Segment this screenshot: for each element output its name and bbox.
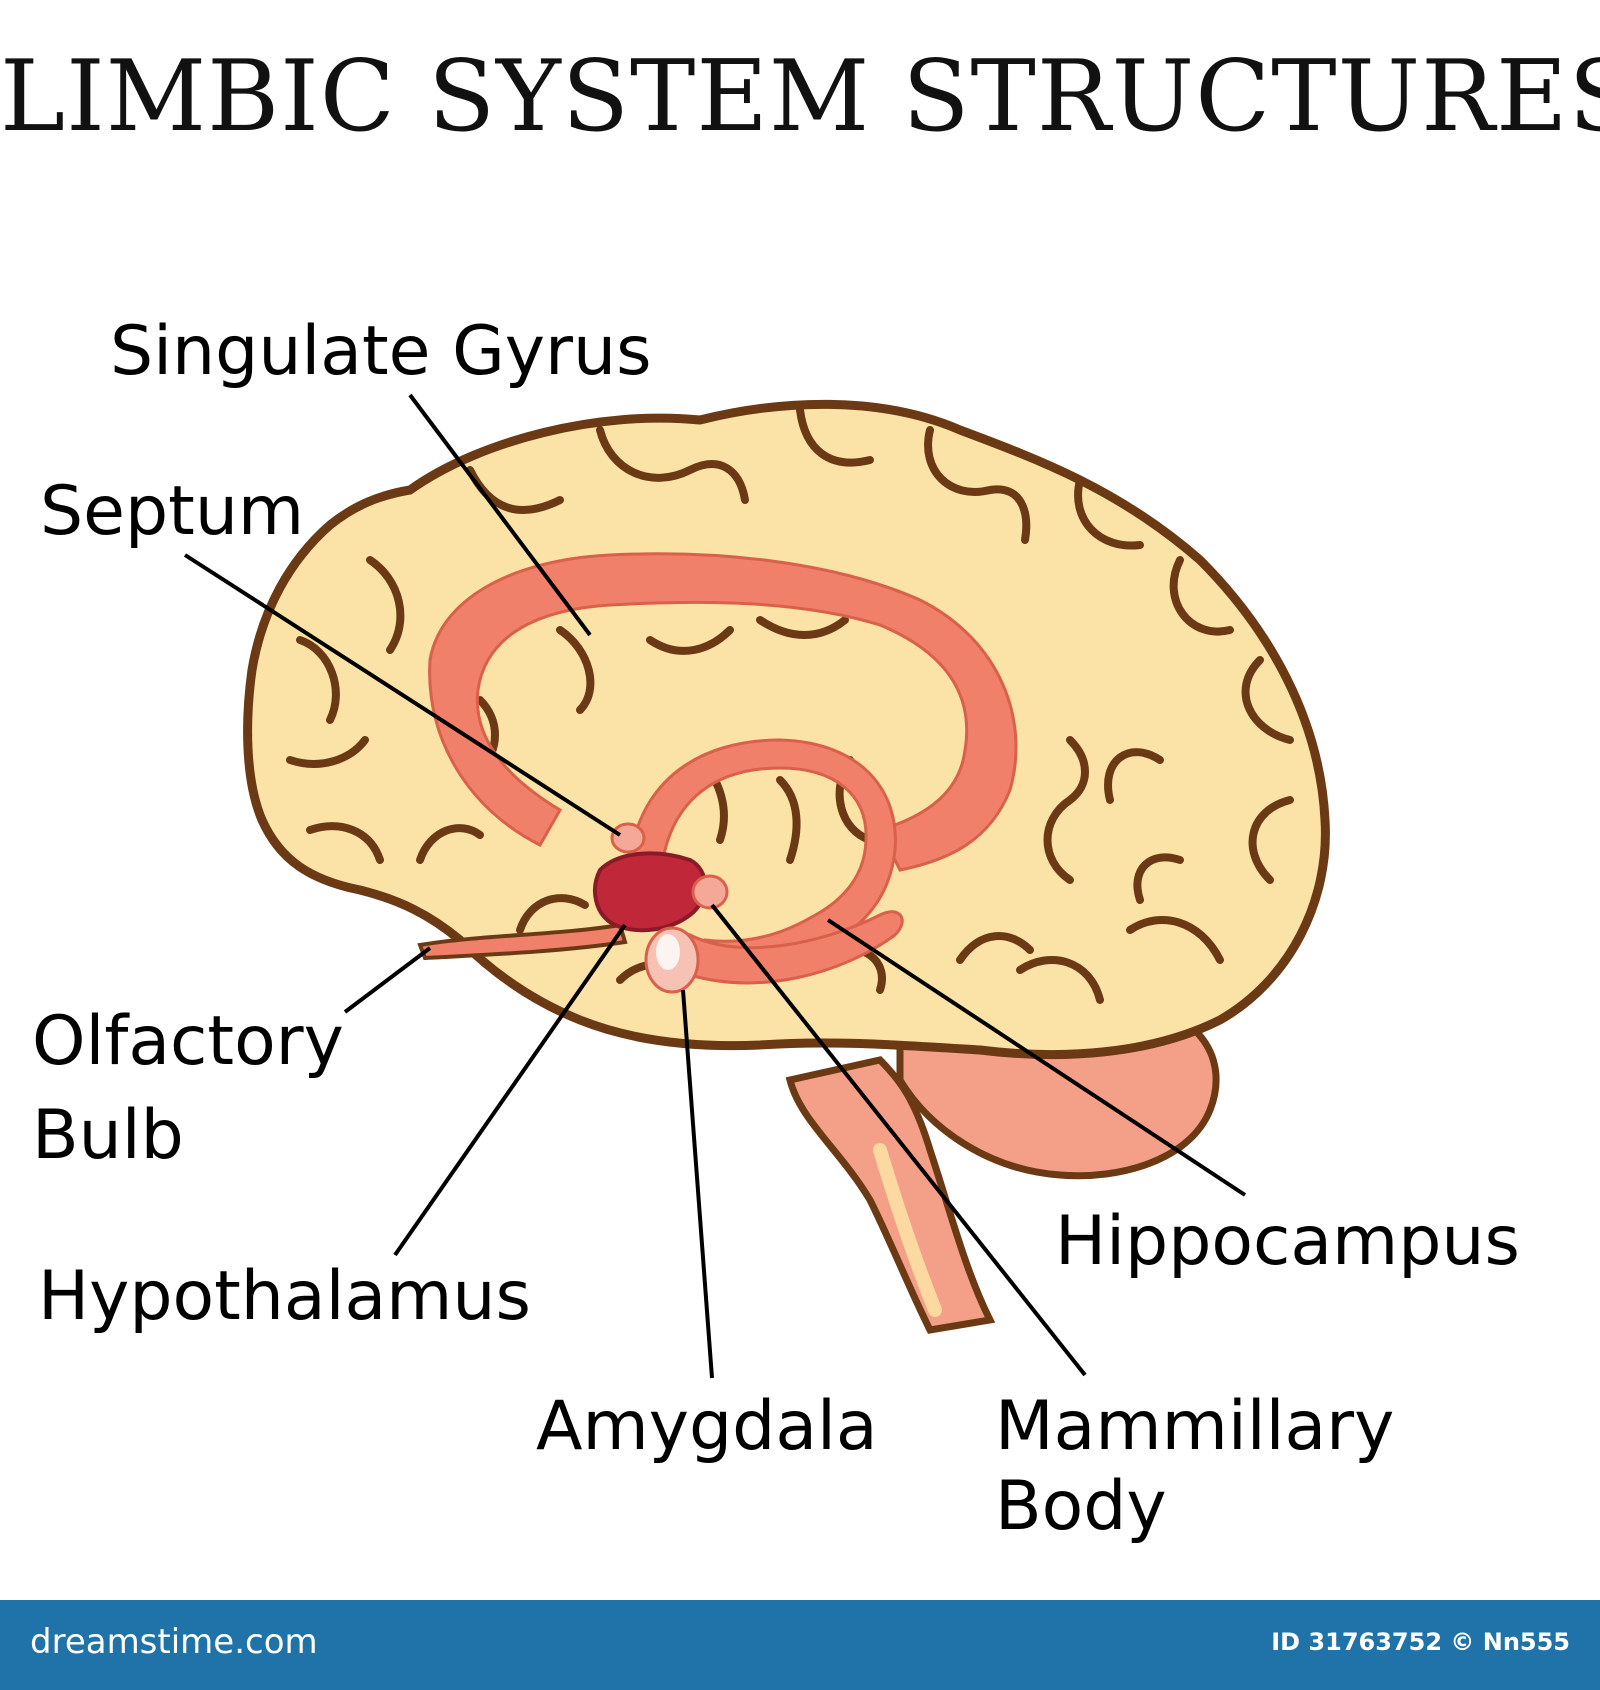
label-hypothalamus: Hypothalamus xyxy=(38,1257,531,1336)
leader-cingulate xyxy=(408,393,592,637)
mammillary-node xyxy=(691,874,729,910)
leader-amygdala xyxy=(681,989,714,1379)
label-mammillary-line1: Mammillary xyxy=(995,1387,1395,1466)
cerebrum xyxy=(243,399,1330,1060)
leader-lines xyxy=(183,393,1247,1379)
brand-logo: dreamstime.com xyxy=(30,1622,318,1662)
hippocampus-body xyxy=(688,910,904,985)
label-cingulate-gyrus: Singulate Gyrus xyxy=(110,312,652,391)
page-title: LIMBIC SYSTEM STRUCTURES xyxy=(0,40,1600,154)
cingulate-gyrus xyxy=(428,552,1018,872)
label-amygdala: Amygdala xyxy=(536,1387,878,1466)
label-olfactory-line1: Olfactory xyxy=(32,1002,344,1081)
leader-hippocampus xyxy=(826,918,1247,1197)
watermark-footer: dreamstime.com ID 31763752 © Nn555 xyxy=(0,1600,1600,1690)
stock-id: ID 31763752 © Nn555 xyxy=(1271,1628,1570,1656)
septum-node xyxy=(610,822,646,854)
brain-diagram xyxy=(183,393,1330,1379)
brain-stem-highlight xyxy=(873,1143,942,1317)
label-hippocampus: Hippocampus xyxy=(1055,1202,1520,1281)
amygdala-highlight xyxy=(656,934,680,970)
label-mammillary-line2: Body xyxy=(995,1467,1167,1546)
leader-hypothalamus xyxy=(393,923,627,1257)
olfactory-tract xyxy=(417,922,628,961)
leader-mammillary xyxy=(710,903,1087,1377)
hypothalamus xyxy=(593,851,707,933)
label-olfactory-line2: Bulb xyxy=(32,1096,184,1175)
gyri-folds xyxy=(286,406,1294,1004)
label-septum: Septum xyxy=(40,472,305,551)
leader-olfactory xyxy=(343,946,432,1014)
leader-septum xyxy=(183,553,622,837)
